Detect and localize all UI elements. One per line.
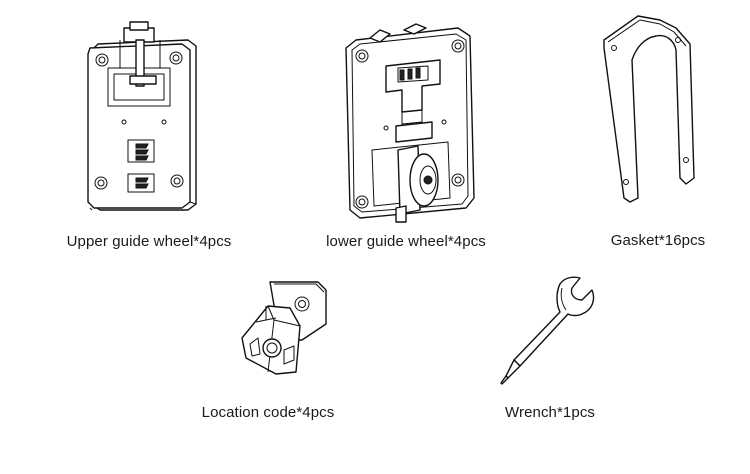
location-code-drawing bbox=[238, 280, 328, 376]
lower-guide-wheel-label: lower guide wheel*4pcs bbox=[326, 233, 486, 250]
location-code-label: Location code*4pcs bbox=[201, 404, 335, 421]
wrench-label: Wrench*1pcs bbox=[504, 404, 596, 421]
lower-guide-wheel-drawing bbox=[340, 22, 480, 222]
wrench-item: Wrench*1pcs bbox=[500, 274, 610, 421]
upper-guide-wheel-item: Upper guide wheel*4pcs bbox=[67, 22, 231, 250]
lower-guide-wheel-item: lower guide wheel*4pcs bbox=[326, 22, 486, 250]
gasket-drawing bbox=[598, 14, 698, 204]
gasket-label: Gasket*16pcs bbox=[610, 232, 706, 249]
gasket-item: Gasket*16pcs bbox=[598, 14, 705, 249]
wrench-drawing bbox=[500, 274, 610, 386]
upper-guide-wheel-drawing bbox=[84, 22, 204, 212]
location-code-item: Location code*4pcs bbox=[202, 280, 334, 421]
upper-guide-wheel-label: Upper guide wheel*4pcs bbox=[66, 233, 232, 250]
